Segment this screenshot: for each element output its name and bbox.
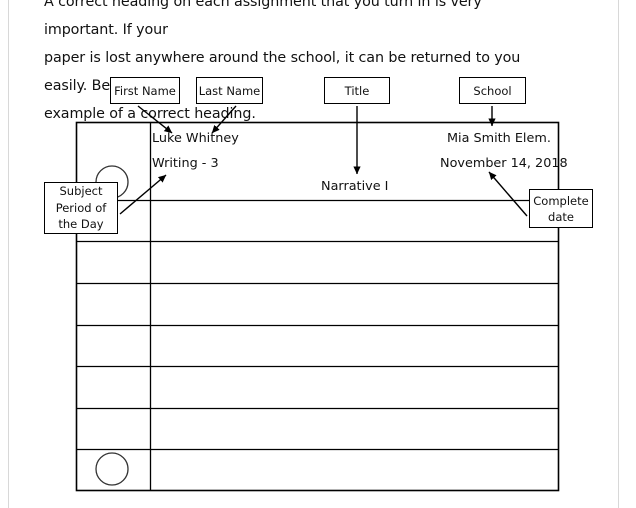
arrow-first-name [137, 105, 173, 134]
callout-complete-date: Complete date [529, 189, 593, 228]
paper-rule-lines [76, 199, 559, 451]
callout-complete-date-line-2: date [548, 209, 574, 224]
handwriting-subject-period: Writing - 3 [152, 156, 219, 171]
callout-first-name: First Name [110, 77, 180, 104]
callout-subject-period-line-2: Period of [55, 200, 107, 215]
notebook-paper [75, 121, 560, 492]
callout-subject-period-line-3: the Day [58, 217, 104, 232]
callout-subject-period: Subject Period of the Day [44, 182, 118, 234]
callout-first-name-label: First Name [114, 83, 176, 98]
callout-subject-period-line-1: Subject [59, 184, 103, 199]
arrow-subject-period [119, 174, 167, 215]
callout-last-name: Last Name [196, 77, 263, 104]
handwriting-assignment-title: Narrative I [321, 179, 389, 194]
callout-school: School [459, 77, 526, 104]
callout-title-label: Title [344, 83, 370, 98]
page-left-edge [8, 0, 9, 508]
page-right-edge [618, 0, 619, 508]
callout-last-name-label: Last Name [198, 83, 261, 98]
handwriting-student-name: Luke Whitney [152, 131, 239, 146]
arrow-last-name [211, 105, 237, 134]
margin-circle-bottom [95, 452, 129, 486]
handwriting-school-name: Mia Smith Elem. [447, 131, 551, 146]
arrow-complete-date [488, 171, 528, 217]
connector-arrows [119, 105, 528, 217]
callout-school-label: School [473, 83, 512, 98]
callout-title: Title [324, 77, 390, 104]
handwriting-date: November 14, 2018 [440, 156, 568, 171]
paper-border [75, 121, 560, 492]
intro-line-3: example of a correct heading. [44, 106, 256, 122]
callout-complete-date-line-1: Complete [533, 193, 589, 208]
intro-line-1: A correct heading on each assignment tha… [44, 0, 482, 38]
